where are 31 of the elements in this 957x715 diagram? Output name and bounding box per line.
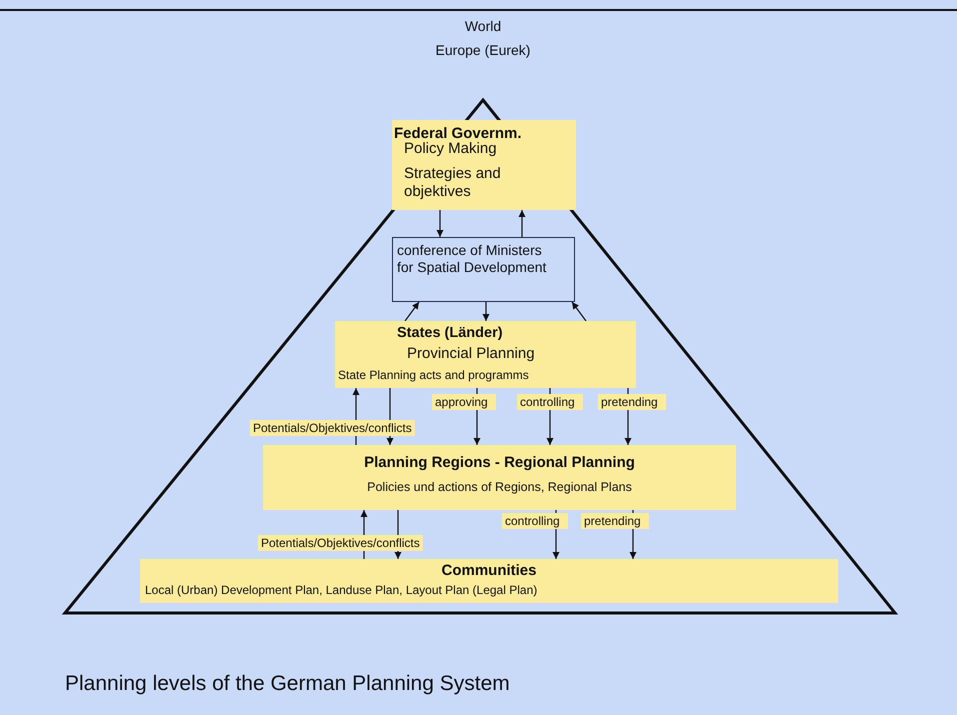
edge-label: pretending [581, 513, 649, 529]
arrow [482, 302, 490, 321]
arrow [518, 210, 526, 237]
level-description: Strategies and objektives [404, 165, 502, 201]
state-level-box [335, 321, 636, 388]
flow-label: Potentials/Objektives/conflicts [258, 535, 423, 551]
level-label: Europe (Eurek) [436, 42, 530, 58]
level-heading: Communities [440, 562, 538, 579]
level-label: World [464, 18, 502, 34]
edge-label: pretending [598, 394, 666, 410]
arrow [572, 302, 586, 322]
level-description: State Planning acts and programms [338, 368, 529, 382]
level-subheading: Policy Making [404, 140, 497, 157]
level-description: Local (Urban) Development Plan, Landuse Plan, Layout Plan (Legal Plan) [145, 583, 538, 597]
edge-label: approving [432, 394, 496, 410]
edge-label: controlling [502, 513, 568, 529]
diagram-caption: Planning levels of the German Planning System [65, 672, 510, 696]
edge-label: controlling [517, 394, 583, 410]
level-heading: Federal Governm. [394, 125, 522, 142]
level-subheading: Provincial Planning [407, 345, 535, 362]
level-heading: Planning Regions - Regional Planning [363, 454, 636, 471]
arrow [436, 210, 444, 237]
arrow [404, 302, 420, 322]
conference-box [392, 237, 575, 302]
federal-level-box [392, 120, 576, 210]
box-text: conference of Ministers for Spatial Development [397, 242, 548, 276]
level-description: Policies und actions of Regions, Regional Plans [366, 480, 633, 494]
regional-level-box [263, 445, 736, 510]
level-heading: States (Länder) [397, 325, 503, 341]
flow-label: Potentials/Objektives/conflicts [250, 420, 415, 436]
community-level-box [140, 559, 838, 603]
